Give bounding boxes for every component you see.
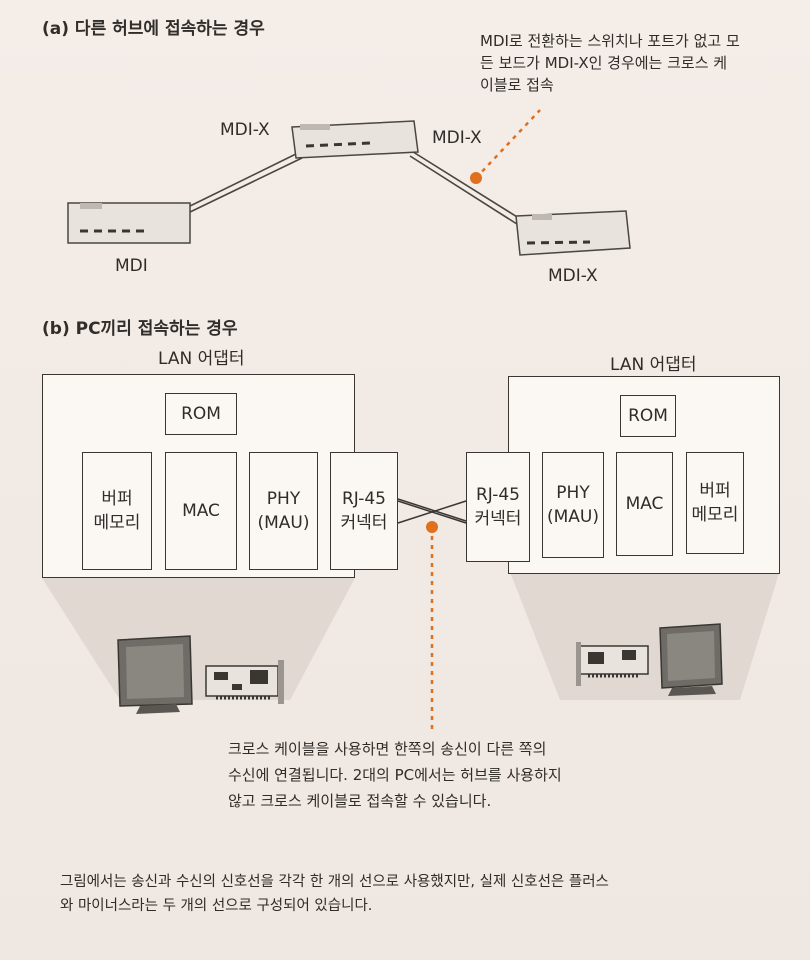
right-projection — [510, 570, 780, 700]
section-b-note-line-1: 크로스 케이블을 사용하면 한쪽의 송신이 다른 쪽의 — [228, 740, 547, 758]
section-b-note: 크로스 케이블을 사용하면 한쪽의 송신이 다른 쪽의 수신에 연결됩니다. 2… — [228, 736, 562, 814]
right-rj45-label-2: 커넥터 — [474, 509, 522, 529]
right-rj45-label-1: RJ-45 — [475, 485, 520, 505]
right-mac-box: MAC — [616, 452, 673, 556]
left-projection — [42, 578, 355, 700]
right-rj45-box: RJ-45 커넥터 — [466, 452, 530, 562]
right-rom-label: ROM — [628, 406, 668, 426]
left-buffer-label-2: 메모리 — [93, 513, 141, 533]
section-b-note-line-2: 수신에 연결됩니다. 2대의 PC에서는 허브를 사용하지 — [228, 766, 562, 784]
left-rj45-label-2: 커넥터 — [340, 513, 388, 533]
left-adapter-title: LAN 어댑터 — [158, 349, 245, 369]
right-rom-box: ROM — [620, 395, 676, 437]
footer-caption-line-1: 그림에서는 송신과 수신의 신호선을 각각 한 개의 선으로 사용했지만, 실제… — [60, 874, 609, 890]
device-left — [67, 202, 191, 244]
port-label-right-top: MDI-X — [432, 128, 482, 148]
note-leader-a — [475, 109, 541, 179]
right-buffer-label-1: 버퍼 — [699, 481, 731, 501]
left-rj45-box: RJ-45 커넥터 — [330, 452, 398, 570]
note-dot-b — [426, 521, 438, 533]
hub-device-top — [291, 120, 419, 159]
section-a-note-line-1: MDI로 전환하는 스위치나 포트가 없고 모 — [480, 32, 740, 50]
left-network-card-icon — [205, 660, 284, 704]
note-dot-a — [470, 172, 482, 184]
hub-cables — [187, 149, 523, 227]
left-rj45-label-1: RJ-45 — [341, 489, 386, 509]
right-monitor-icon — [659, 623, 723, 696]
footer-caption-line-2: 와 마이너스라는 두 개의 선으로 구성되어 있습니다. — [60, 898, 373, 914]
right-buffer-label-2: 메모리 — [691, 505, 739, 525]
left-monitor-icon — [117, 635, 193, 714]
left-phy-label-2: (MAU) — [257, 513, 310, 533]
device-label-right: MDI-X — [548, 266, 598, 286]
cross-cable — [397, 498, 467, 524]
device-right — [515, 210, 631, 256]
device-label-left: MDI — [115, 256, 148, 276]
section-a-note-line-2: 든 보드가 MDI-X인 경우에는 크로스 케 — [480, 54, 728, 72]
right-phy-label-2: (MAU) — [546, 507, 599, 527]
port-label-left-top: MDI-X — [220, 120, 270, 140]
left-mac-box: MAC — [165, 452, 237, 570]
right-adapter-title: LAN 어댑터 — [610, 355, 697, 375]
right-network-card-icon — [576, 642, 649, 686]
section-a-note: MDI로 전환하는 스위치나 포트가 없고 모 든 보드가 MDI-X인 경우에… — [480, 30, 740, 96]
right-mac-label: MAC — [625, 494, 664, 514]
section-a-note-line-3: 이블로 접속 — [480, 76, 554, 94]
section-a-title: (a) 다른 허브에 접속하는 경우 — [42, 19, 265, 39]
footer-caption: 그림에서는 송신과 수신의 신호선을 각각 한 개의 선으로 사용했지만, 실제… — [60, 870, 609, 918]
left-rom-box: ROM — [165, 393, 237, 435]
left-rom-label: ROM — [181, 404, 221, 424]
section-b-note-line-3: 않고 크로스 케이블로 접속할 수 있습니다. — [228, 792, 492, 810]
left-buffer-label-1: 버퍼 — [101, 489, 133, 509]
left-mac-label: MAC — [182, 501, 220, 521]
right-phy-box: PHY (MAU) — [542, 452, 604, 558]
section-b-title: (b) PC끼리 접속하는 경우 — [42, 319, 238, 339]
left-phy-box: PHY (MAU) — [249, 452, 318, 570]
left-phy-label-1: PHY — [266, 489, 301, 509]
right-phy-label-1: PHY — [556, 483, 590, 503]
